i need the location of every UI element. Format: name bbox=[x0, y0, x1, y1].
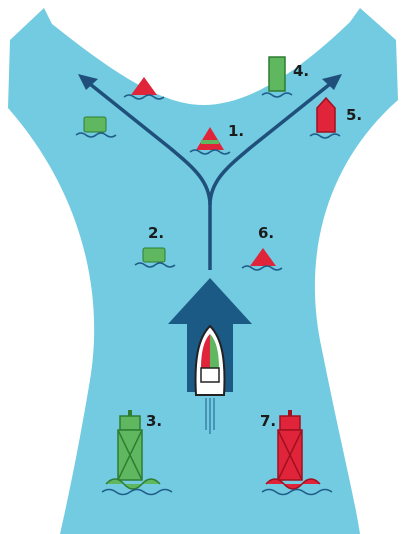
marker-label-1: 1. bbox=[228, 122, 244, 140]
marker-label-7: 7. bbox=[260, 412, 276, 430]
marker-label-3: 3. bbox=[146, 412, 162, 430]
water-channel bbox=[8, 8, 398, 534]
marker-label-6: 6. bbox=[258, 224, 274, 242]
marker-label-5: 5. bbox=[346, 106, 362, 124]
marker-label-2: 2. bbox=[148, 224, 164, 242]
marker-label-4: 4. bbox=[293, 62, 309, 80]
